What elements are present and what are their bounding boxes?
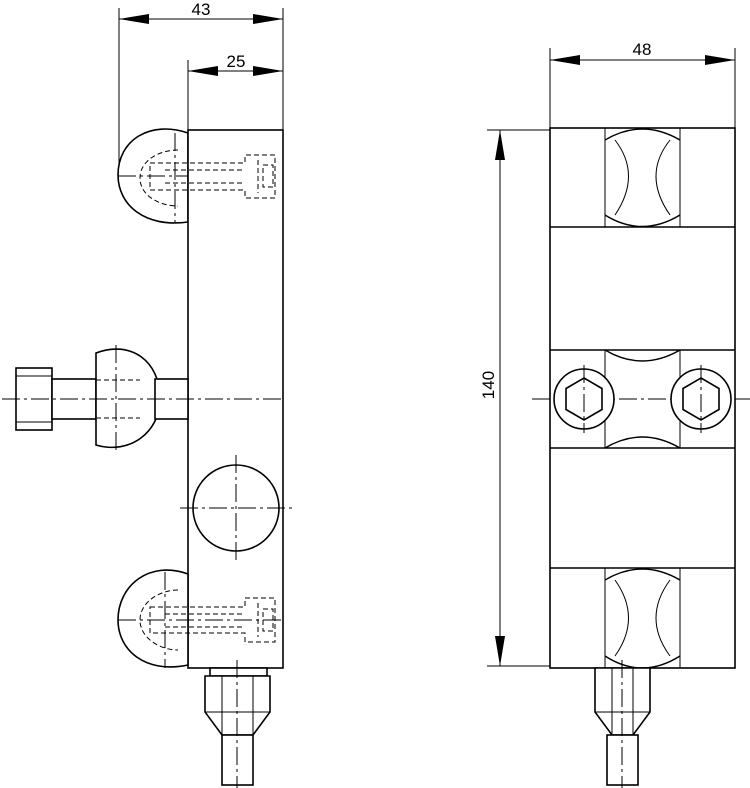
dimension-label-overall-depth: 43 xyxy=(192,0,211,19)
middle-clamp xyxy=(532,349,750,449)
dimension-height: 140 xyxy=(479,129,550,667)
dimension-label-width: 48 xyxy=(633,40,652,59)
bottom-mounting-knob xyxy=(117,569,283,668)
dimension-overall-depth: 43 xyxy=(118,0,284,178)
dimension-label-body-depth: 25 xyxy=(227,52,246,71)
dimension-width: 48 xyxy=(549,40,736,128)
side-round-boss xyxy=(180,455,292,560)
front-cable-gland xyxy=(594,660,651,788)
left-hex-bolt xyxy=(553,365,615,433)
side-connector xyxy=(2,345,283,450)
dimension-body-depth: 25 xyxy=(187,52,283,130)
top-hidden-bolt xyxy=(149,154,276,199)
bottom-hidden-bolt xyxy=(149,597,276,643)
dimension-label-height: 140 xyxy=(479,371,498,399)
right-hex-bolt xyxy=(670,365,732,433)
side-view: 43 25 xyxy=(2,0,292,788)
top-neck xyxy=(550,128,735,228)
side-cable-gland xyxy=(204,660,271,788)
front-view: 48 140 xyxy=(479,40,750,788)
